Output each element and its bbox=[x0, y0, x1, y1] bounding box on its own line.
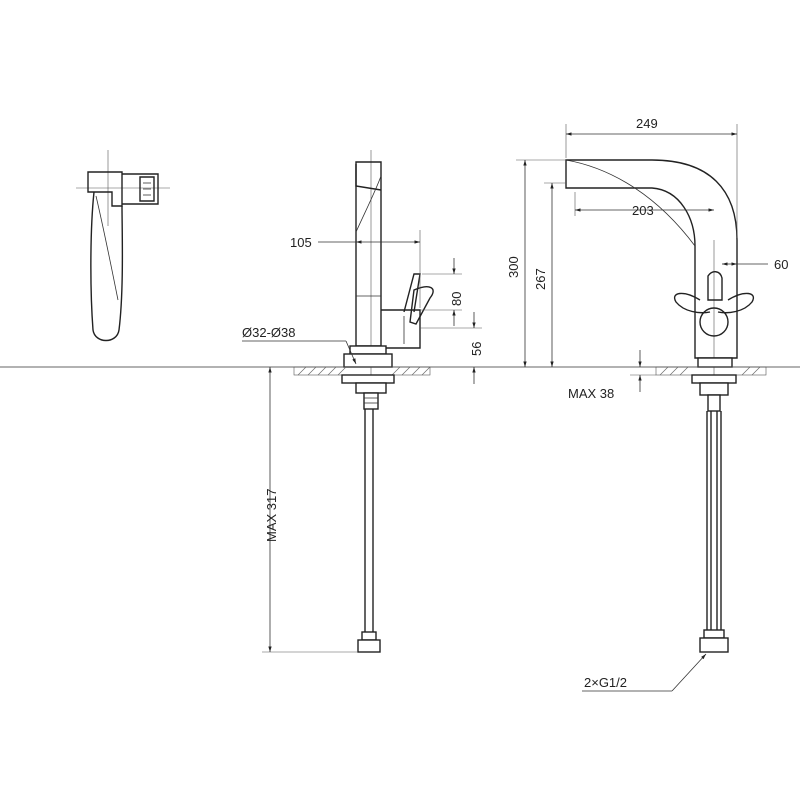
dimension-handle-height bbox=[420, 258, 462, 326]
side-view-deck bbox=[293, 366, 431, 376]
dimension-label-80: 80 bbox=[449, 292, 464, 306]
dimension-height-spout bbox=[544, 182, 566, 367]
dimension-label-deck-thickness: MAX 38 bbox=[568, 386, 614, 401]
dimension-connection bbox=[582, 653, 707, 692]
dimension-width-total bbox=[565, 124, 738, 238]
dimension-side-depth bbox=[318, 230, 421, 308]
dimension-label-267: 267 bbox=[533, 268, 548, 290]
dimension-deck-thickness bbox=[630, 350, 656, 392]
dimension-label-203: 203 bbox=[632, 203, 654, 218]
dimension-label-56: 56 bbox=[469, 342, 484, 356]
dimension-hose-length bbox=[262, 367, 358, 653]
front-view-deck bbox=[655, 366, 767, 376]
dimension-hole-diameter bbox=[242, 340, 357, 365]
dimension-label-300: 300 bbox=[506, 256, 521, 278]
dimension-label-hose-length: MAX 317 bbox=[264, 489, 279, 542]
side-view-faucet bbox=[343, 150, 434, 382]
dimension-label-105: 105 bbox=[290, 235, 312, 250]
front-view-hose bbox=[691, 374, 737, 653]
dimension-spout-reach bbox=[574, 192, 714, 216]
dimension-height-total bbox=[516, 159, 566, 367]
dimension-base-height bbox=[420, 312, 482, 384]
dimension-label-hole-diameter: Ø32-Ø38 bbox=[242, 325, 295, 340]
dimension-label-connection: 2×G1/2 bbox=[584, 675, 627, 690]
dimension-label-60: 60 bbox=[774, 257, 788, 272]
top-view-faucet bbox=[76, 150, 170, 342]
dimension-label-249: 249 bbox=[636, 116, 658, 131]
side-view-hose bbox=[341, 374, 395, 653]
front-view-faucet bbox=[565, 159, 755, 382]
